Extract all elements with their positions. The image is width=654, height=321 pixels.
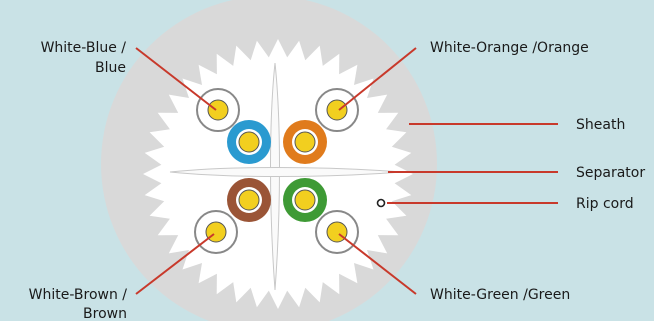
- label-blue: Blue: [95, 60, 126, 76]
- label-brown: Brown: [83, 306, 127, 321]
- leader-white-orange: [338, 47, 417, 111]
- rip-cord-marker: [376, 198, 386, 208]
- label-white-orange: White-Orange /Orange: [430, 40, 589, 56]
- wire-white-green: [315, 210, 359, 254]
- label-rip-cord: Rip cord: [576, 196, 634, 212]
- label-separator: Separator: [576, 165, 645, 181]
- wire-white-orange: [315, 88, 359, 132]
- wire-green: [283, 178, 327, 222]
- label-white-brown: White-Brown /: [29, 287, 128, 303]
- wire-blue: [227, 120, 271, 164]
- label-sheath: Sheath: [576, 117, 625, 133]
- leader-lines: [135, 47, 558, 295]
- wire-brown: [227, 178, 271, 222]
- label-white-blue: White-Blue /: [41, 40, 127, 56]
- leader-white-green: [338, 233, 417, 295]
- wire-white-blue: [196, 88, 240, 132]
- wire-orange: [283, 120, 327, 164]
- wire-white-brown: [194, 210, 238, 254]
- cross-separator: [169, 62, 403, 291]
- leader-white-blue: [135, 47, 217, 111]
- leader-white-brown: [135, 233, 215, 295]
- label-white-green: White-Green /Green: [430, 287, 570, 303]
